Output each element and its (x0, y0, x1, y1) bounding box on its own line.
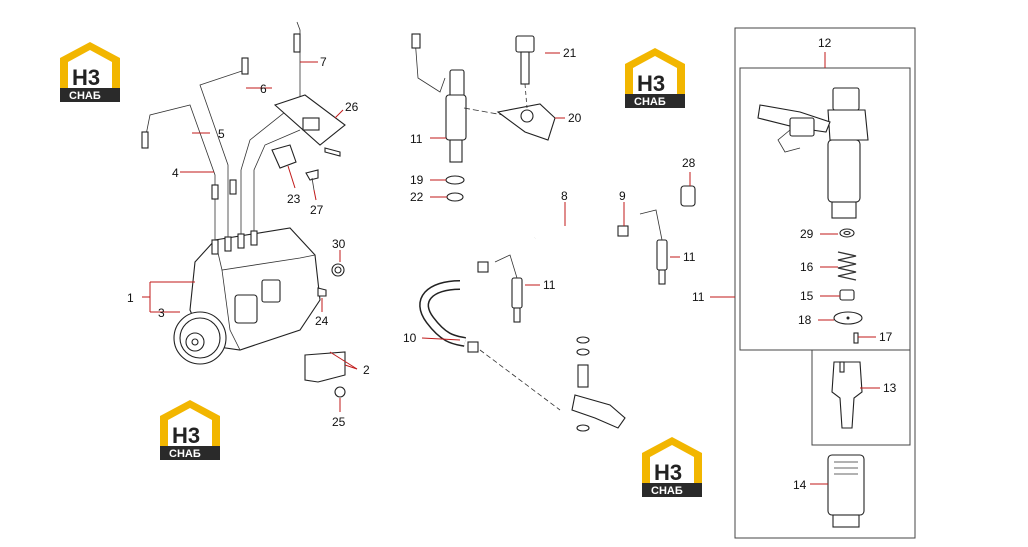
callout-24: 24 (315, 314, 329, 328)
callout-8: 8 (561, 189, 568, 203)
logo-letters: H3 (654, 460, 682, 485)
callout-23: 23 (287, 192, 301, 206)
callout-1: 1 (127, 291, 134, 305)
outer-frame (734, 27, 916, 539)
callout-6: 6 (260, 82, 267, 96)
callout-11-d: 11 (692, 290, 705, 304)
callout-28: 28 (682, 156, 696, 170)
callout-11-c: 11 (683, 250, 696, 264)
callout-30: 30 (332, 237, 346, 251)
callout-4: 4 (172, 166, 179, 180)
callout-29: 29 (800, 227, 814, 241)
leaders-left (142, 61, 358, 412)
callout-16: 16 (800, 260, 814, 274)
leaders-right (710, 52, 880, 485)
logo-word: CHAБ (169, 448, 201, 460)
logo-letters: H3 (172, 423, 200, 448)
callout-11-a: 11 (410, 132, 423, 146)
leak-off-pipes-group (419, 185, 696, 432)
callout-14: 14 (793, 478, 807, 492)
callout-3: 3 (158, 306, 165, 320)
leaders-center (421, 172, 691, 341)
callout-27: 27 (310, 203, 324, 217)
nozzle-frame (811, 349, 911, 446)
callout-15: 15 (800, 289, 814, 303)
callout-9: 9 (619, 189, 626, 203)
callout-10: 10 (403, 331, 417, 345)
callout-22: 22 (410, 190, 424, 204)
callout-2: 2 (363, 363, 370, 377)
callout-25: 25 (332, 415, 346, 429)
callout-11-b: 11 (543, 278, 556, 292)
logo-word: CHAБ (651, 485, 683, 497)
callout-26: 26 (345, 100, 359, 114)
callout-19: 19 (410, 173, 424, 187)
injector-exploded-group (734, 27, 916, 539)
callout-21: 21 (563, 46, 577, 60)
callout-18: 18 (798, 313, 812, 327)
logo-bottom-left: H3 CHAБ (160, 400, 220, 460)
callout-5: 5 (218, 127, 225, 141)
logo-word: CHAБ (69, 90, 101, 102)
logo-letters: H3 (637, 71, 665, 96)
callout-12: 12 (818, 36, 832, 50)
logo-word: CHAБ (634, 96, 666, 108)
leaders-center-top (430, 52, 565, 198)
callout-13: 13 (883, 381, 897, 395)
logo-letters: H3 (72, 65, 100, 90)
injector-clamp-group (411, 33, 556, 202)
logo-top-left: H3 CHAБ (60, 42, 120, 102)
callout-7: 7 (320, 55, 327, 69)
callout-labels: 1 2 3 4 5 6 7 8 9 10 11 11 11 11 12 13 1… (127, 36, 897, 492)
logo-top-center: H3 CHAБ (625, 48, 685, 108)
callout-20: 20 (568, 111, 582, 125)
injection-pump-group (141, 21, 346, 398)
callout-17: 17 (879, 330, 893, 344)
logo-bottom-center: H3 CHAБ (642, 437, 702, 497)
